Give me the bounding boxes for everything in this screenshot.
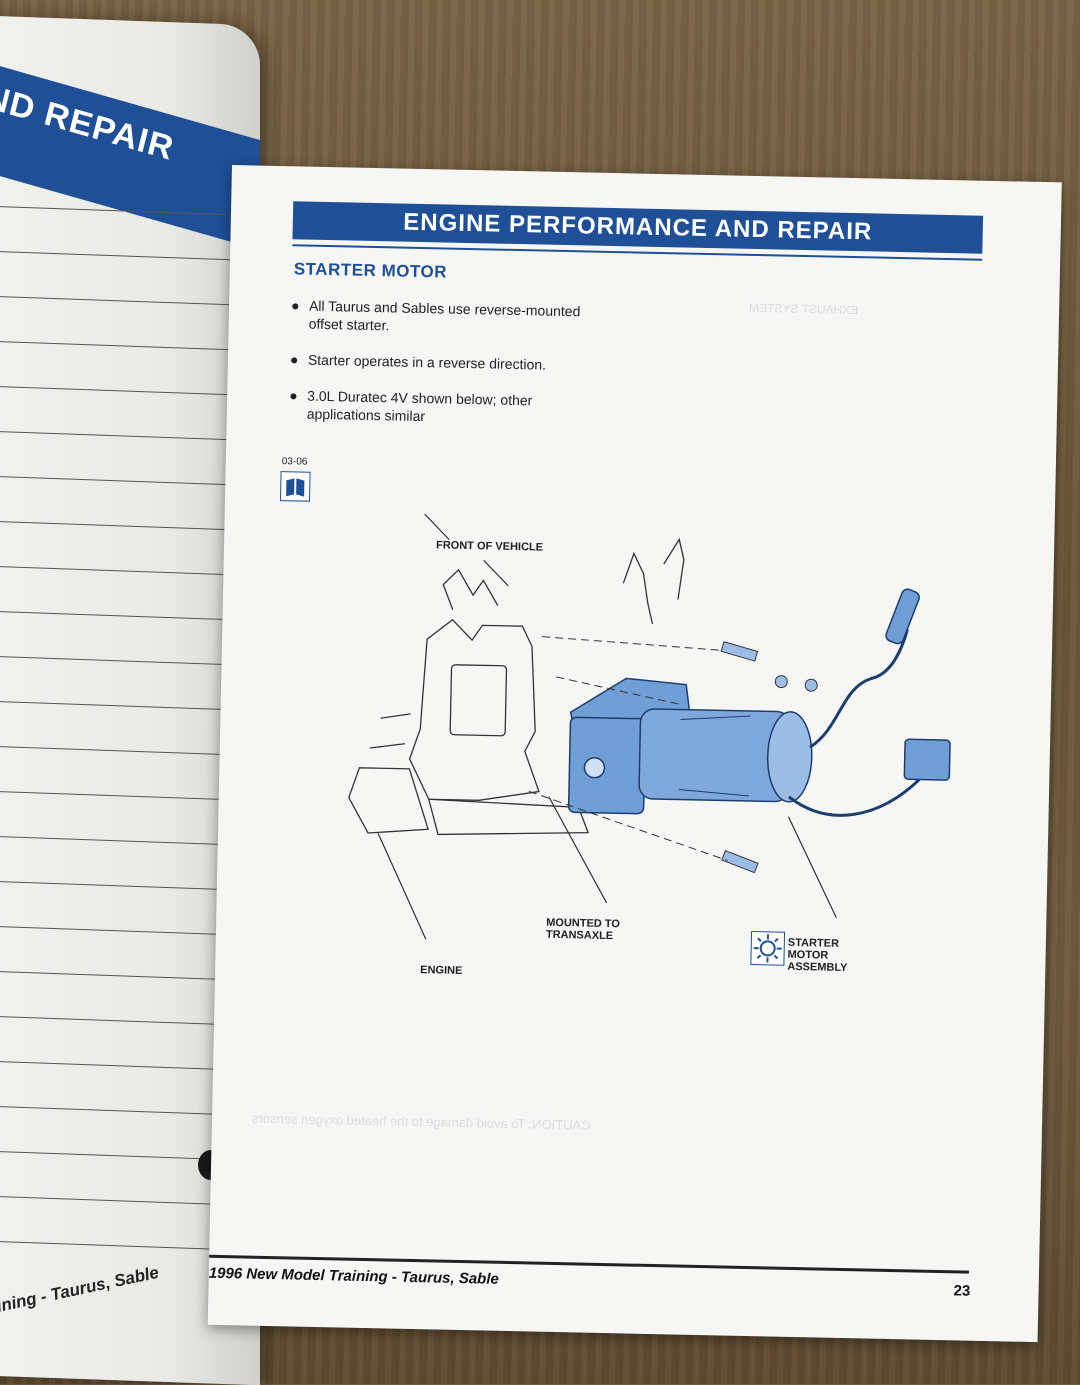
starter-motor-diagram bbox=[275, 496, 985, 991]
callout-starter-motor-assembly: STARTER MOTOR ASSEMBLY bbox=[787, 937, 868, 975]
note-line bbox=[0, 565, 250, 576]
reference-code: 03-06 bbox=[282, 456, 308, 468]
bleed-through-text: CAUTION: To avoid damage to the heated o… bbox=[252, 1111, 591, 1133]
bullet-dot-icon: ● bbox=[291, 296, 310, 332]
note-line bbox=[0, 1015, 250, 1026]
note-line bbox=[0, 610, 250, 621]
note-line bbox=[0, 430, 250, 441]
note-line bbox=[0, 475, 250, 486]
note-line bbox=[0, 700, 250, 711]
note-line bbox=[0, 925, 250, 936]
section-title: STARTER MOTOR bbox=[294, 259, 448, 282]
right-page: EXHAUST SYSTEM CAUTION: To avoid damage … bbox=[208, 165, 1062, 1342]
left-footer: l Training - Taurus, Sable bbox=[0, 1263, 161, 1325]
callout-front-of-vehicle: FRONT OF VEHICLE bbox=[436, 539, 543, 553]
callout-engine: ENGINE bbox=[420, 964, 462, 977]
bullet-item: ● 3.0L Duratec 4V shown below; other app… bbox=[289, 386, 590, 428]
note-line bbox=[0, 250, 250, 261]
note-line bbox=[0, 340, 250, 351]
note-line bbox=[0, 880, 250, 891]
bullet-text: All Taurus and Sables use reverse-mounte… bbox=[309, 297, 592, 339]
bullet-dot-icon: ● bbox=[290, 350, 308, 368]
bullet-text: Starter operates in a reverse direction. bbox=[308, 351, 546, 374]
footer-title: 1996 New Model Training - Taurus, Sable bbox=[209, 1265, 499, 1288]
note-line bbox=[0, 970, 250, 981]
note-line bbox=[0, 295, 250, 306]
bleed-through-text: EXHAUST SYSTEM bbox=[749, 301, 858, 317]
note-line bbox=[0, 790, 250, 801]
bullet-dot-icon: ● bbox=[289, 386, 308, 422]
note-line bbox=[0, 655, 250, 666]
bullet-item: ● Starter operates in a reverse directio… bbox=[290, 350, 590, 374]
bullet-text: 3.0L Duratec 4V shown below; other appli… bbox=[307, 387, 590, 429]
header-banner: ENGINE PERFORMANCE AND REPAIR bbox=[292, 201, 983, 260]
sun-gear-icon bbox=[750, 931, 785, 966]
callout-mounted-to-transaxle: MOUNTED TO TRANSAXLE bbox=[546, 917, 656, 943]
page-number: 23 bbox=[953, 1282, 970, 1299]
note-line bbox=[0, 385, 250, 396]
bullet-item: ● All Taurus and Sables use reverse-moun… bbox=[291, 296, 592, 338]
note-line bbox=[0, 835, 250, 846]
note-line bbox=[0, 745, 250, 756]
bullet-list: ● All Taurus and Sables use reverse-moun… bbox=[288, 296, 591, 446]
note-line bbox=[0, 520, 250, 531]
